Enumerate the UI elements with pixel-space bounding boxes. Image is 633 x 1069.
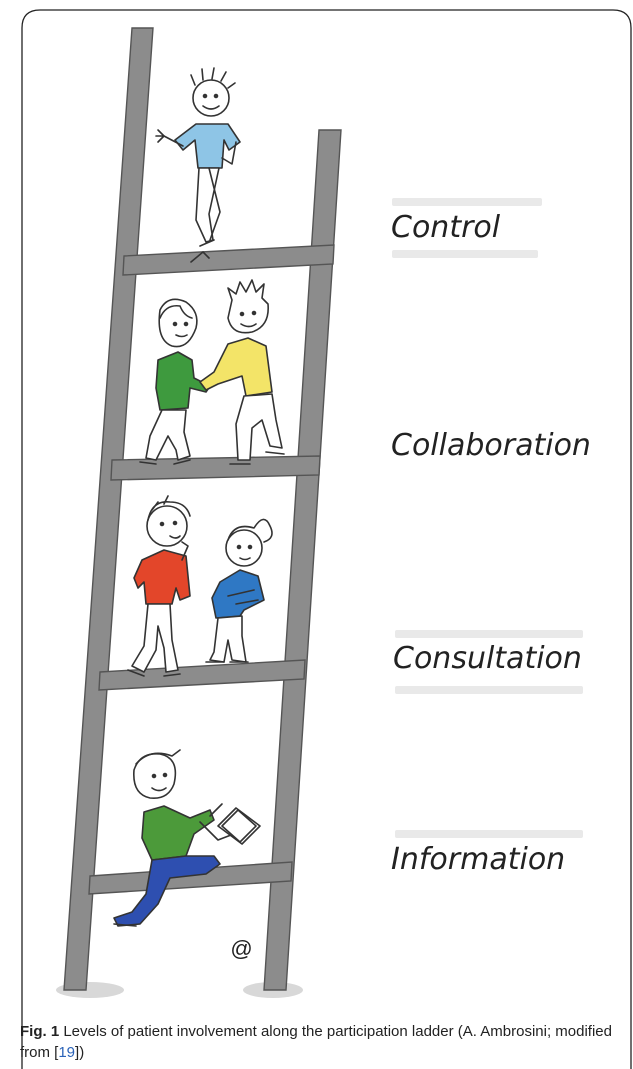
caption-text: Levels of patient involvement along the …	[20, 1023, 612, 1061]
figure-consultation-right	[205, 518, 273, 663]
frame-border	[21, 9, 632, 1069]
label-ghost-stripe	[392, 198, 542, 206]
label-ghost-stripe	[395, 630, 583, 638]
label-ghost-stripe	[395, 830, 583, 838]
ladder-rung-4	[88, 861, 293, 895]
caption-label: Fig. 1	[20, 1023, 60, 1040]
figure-information	[113, 749, 261, 927]
level-label-information: Information	[391, 842, 566, 877]
ladder-right-rail	[263, 129, 342, 991]
ladder-left-rail	[63, 27, 154, 991]
caption-end: ])	[75, 1044, 85, 1061]
level-label-collaboration: Collaboration	[391, 428, 591, 463]
ladder-rung-2	[110, 455, 321, 481]
label-ghost-stripe	[392, 250, 538, 258]
figure-caption: Fig. 1 Levels of patient involvement alo…	[20, 1021, 620, 1063]
ladder-rung-3	[98, 659, 306, 691]
figure-collaboration-right	[199, 279, 285, 465]
level-label-control: Control	[391, 210, 501, 245]
figure-control	[155, 67, 241, 263]
ladder-rung-1	[122, 244, 335, 276]
figure-consultation-left	[127, 495, 191, 677]
figure-collaboration-left	[139, 298, 211, 465]
citation-link[interactable]: 19	[58, 1044, 76, 1061]
ladder	[63, 27, 342, 991]
level-label-consultation: Consultation	[393, 641, 582, 676]
signature-mark: @	[230, 936, 252, 961]
label-ghost-stripe	[395, 686, 583, 694]
